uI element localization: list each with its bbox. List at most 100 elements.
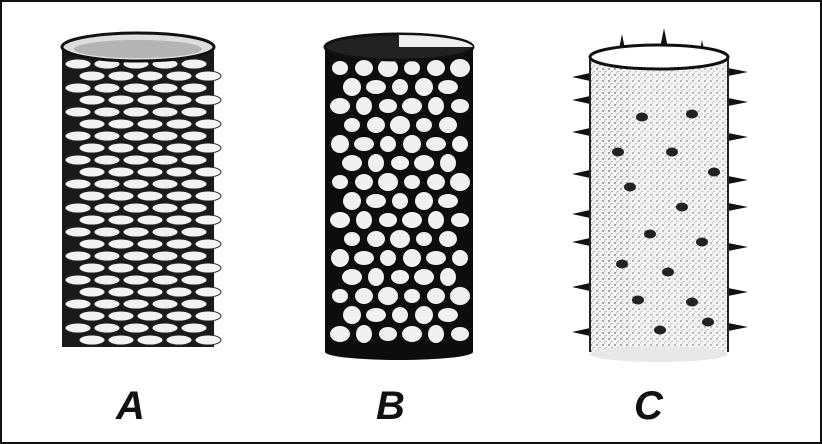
pore	[686, 298, 698, 307]
cell-blob	[415, 306, 433, 324]
cell-blob	[416, 118, 432, 132]
pore	[636, 113, 648, 122]
spine	[728, 98, 748, 106]
cell-scale	[181, 155, 207, 165]
cell-scale	[65, 299, 91, 309]
cell-scale	[152, 299, 178, 309]
cell-blob	[452, 250, 468, 266]
cell-blob	[416, 232, 432, 246]
cell-blob	[391, 270, 409, 284]
cell-scale	[166, 287, 192, 297]
pore	[686, 110, 698, 119]
cell-scale	[166, 95, 192, 105]
cell-blob	[380, 136, 396, 152]
cell-scale	[166, 215, 192, 225]
pore	[644, 230, 656, 239]
cell-scale	[166, 263, 192, 273]
cell-scale	[181, 299, 207, 309]
cell-scale	[181, 83, 207, 93]
cell-scale	[65, 107, 91, 117]
cell-scale	[123, 179, 149, 189]
cell-scale	[123, 227, 149, 237]
cell-scale	[195, 95, 221, 105]
cell-scale	[195, 215, 221, 225]
cell-blob	[354, 251, 374, 265]
cell-scale	[65, 251, 91, 261]
cell-scale	[79, 119, 105, 129]
cell-blob	[428, 325, 444, 343]
cell-blob	[330, 326, 350, 342]
cell-scale	[195, 311, 221, 321]
cell-blob	[426, 251, 446, 265]
cell-blob	[368, 268, 384, 286]
cell-scale	[123, 107, 149, 117]
cell-scale	[123, 131, 149, 141]
cell-scale	[65, 203, 91, 213]
cell-scale	[166, 119, 192, 129]
cell-blob	[332, 175, 348, 189]
cell-blob	[332, 61, 348, 75]
cell-scale	[123, 155, 149, 165]
cell-blob	[392, 307, 408, 323]
cell-blob	[426, 137, 446, 151]
cell-blob	[415, 192, 433, 210]
cell-scale	[195, 119, 221, 129]
cell-blob	[402, 212, 422, 228]
cell-blob	[450, 287, 470, 305]
cell-scale	[123, 203, 149, 213]
cell-scale	[166, 167, 192, 177]
cell-scale	[137, 287, 163, 297]
cell-blob	[390, 116, 410, 134]
cell-blob	[378, 173, 398, 191]
cell-blob	[367, 231, 385, 247]
cell-scale	[65, 59, 91, 69]
cell-scale	[65, 131, 91, 141]
cell-blob	[404, 61, 420, 75]
cell-scale	[79, 143, 105, 153]
cell-scale	[94, 251, 120, 261]
cell-scale	[181, 323, 207, 333]
cell-scale	[166, 143, 192, 153]
cell-scale	[94, 299, 120, 309]
cell-scale	[108, 143, 134, 153]
cell-scale	[137, 191, 163, 201]
spine	[572, 210, 590, 218]
cell-scale	[152, 155, 178, 165]
cell-blob	[427, 288, 445, 304]
cell-scale	[137, 119, 163, 129]
cell-blob	[342, 155, 362, 171]
cell-scale	[152, 275, 178, 285]
cylinder-a	[62, 33, 221, 347]
spine	[572, 96, 590, 104]
cell-blob	[379, 327, 397, 341]
cell-scale	[195, 167, 221, 177]
pore	[696, 238, 708, 247]
cell-blob	[331, 249, 349, 267]
spine	[572, 283, 590, 291]
cell-scale	[94, 107, 120, 117]
cell-scale	[181, 59, 207, 69]
cell-scale	[137, 215, 163, 225]
cell-scale	[108, 335, 134, 345]
cell-blob	[438, 308, 458, 322]
cell-scale	[94, 275, 120, 285]
cell-blob	[439, 117, 457, 133]
cell-blob	[378, 287, 398, 305]
cell-blob	[343, 306, 361, 324]
cell-scale	[123, 251, 149, 261]
cell-blob	[438, 80, 458, 94]
cell-scale	[137, 71, 163, 81]
pore	[632, 296, 644, 305]
cell-blob	[452, 136, 468, 152]
label-b: B	[376, 386, 405, 426]
spine	[572, 238, 590, 246]
cell-scale	[195, 263, 221, 273]
cell-blob	[415, 78, 433, 96]
cell-scale	[195, 191, 221, 201]
cylinder-c	[572, 28, 748, 362]
cell-blob	[439, 231, 457, 247]
cell-scale	[166, 71, 192, 81]
spine	[728, 323, 748, 331]
